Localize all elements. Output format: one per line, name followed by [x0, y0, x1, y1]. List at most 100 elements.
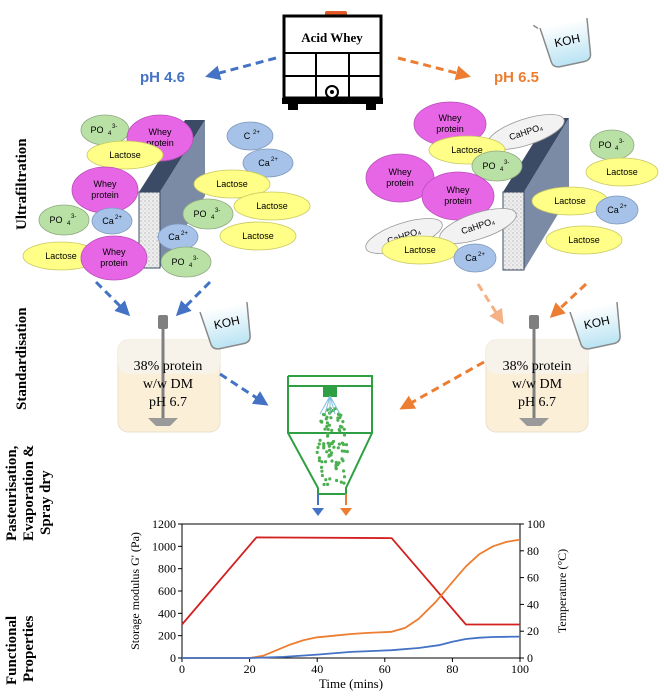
koh-label-top: KOH — [553, 31, 581, 50]
spray-particle — [328, 477, 332, 481]
acid-whey-container: Acid Whey — [282, 11, 383, 110]
calcium-ion: Ca 2+ — [453, 243, 497, 273]
dryer-arrow-blue — [312, 508, 324, 516]
series-line-2 — [182, 635, 521, 659]
calcium-ion: Ca 2+ — [91, 207, 133, 235]
y-left-tick-label: 1200 — [152, 517, 176, 531]
label-ultrafiltration: Ultrafiltration — [14, 138, 30, 230]
svg-text:4: 4 — [211, 215, 215, 221]
spray-particle — [345, 450, 349, 454]
series-line-0 — [181, 536, 520, 626]
spray-particle — [319, 419, 323, 423]
calcium-ion: Ca 2+ — [595, 195, 639, 225]
spray-particle — [322, 444, 326, 448]
y-left-tick-label: 0 — [170, 651, 176, 665]
spray-jet — [329, 395, 336, 415]
phosphate-ion: PO 4 3- — [589, 129, 635, 161]
svg-text:4: 4 — [615, 146, 619, 152]
x-tick-label: 0 — [179, 662, 185, 676]
spray-particle — [317, 456, 321, 460]
svg-text:Ca: Ca — [102, 216, 114, 226]
spray-jet — [324, 395, 331, 415]
x-tick-label: 40 — [311, 662, 323, 676]
svg-text:protein: protein — [100, 258, 128, 268]
koh-beaker-right: KOH — [569, 301, 621, 350]
spray-particle — [324, 417, 328, 421]
spray-particle — [323, 460, 328, 464]
calcium-ion: C 2+ — [226, 121, 274, 151]
x-tick-label: 80 — [446, 662, 458, 676]
y-right-tick-label: 40 — [527, 597, 539, 611]
lactose: Lactose — [233, 191, 311, 221]
svg-text:2+: 2+ — [253, 130, 260, 136]
lactose: Lactose — [219, 221, 297, 251]
spray-particle — [340, 449, 344, 453]
spray-particle — [326, 482, 330, 486]
spray-particle — [329, 453, 333, 457]
spray-particle — [322, 482, 326, 487]
spray-particle — [324, 478, 328, 482]
svg-text:Lactose: Lactose — [404, 245, 436, 255]
spray-particle — [335, 478, 339, 483]
svg-text:Lactose: Lactose — [256, 201, 288, 211]
svg-text:Whey: Whey — [388, 167, 412, 177]
svg-text:2+: 2+ — [478, 252, 485, 258]
dryer-arrow-orange — [340, 508, 352, 516]
series-line-1 — [182, 538, 521, 659]
spray-particle — [342, 433, 347, 437]
svg-text:Whey: Whey — [148, 127, 172, 137]
arrow-to-ph-right — [397, 56, 471, 81]
spray-particle — [326, 427, 330, 431]
svg-text:Lactose: Lactose — [451, 145, 483, 155]
spray-particle — [336, 418, 340, 422]
spray-particle — [332, 445, 336, 449]
spray-particle — [320, 473, 324, 478]
label-evaporation: Evaporation & — [21, 445, 37, 541]
spray-particle — [342, 481, 346, 485]
tank-left-line3: pH 6.7 — [149, 395, 187, 410]
spray-particle — [326, 432, 330, 436]
svg-text:4: 4 — [67, 221, 71, 227]
tank-right-line1: 38% protein — [503, 359, 572, 374]
spray-particle — [327, 423, 331, 427]
ph-left-label: pH 4.6 — [140, 69, 185, 86]
svg-text:Ca: Ca — [258, 158, 270, 168]
y-right-tick-label: 80 — [527, 544, 539, 558]
spray-particle — [338, 416, 342, 420]
phosphate-ion: PO 4 3- — [160, 246, 212, 278]
svg-text:PO: PO — [482, 161, 495, 171]
spray-particle — [317, 459, 321, 463]
spray-particle — [341, 420, 345, 424]
spray-particle — [329, 416, 333, 420]
calcium-ion: Ca 2+ — [157, 223, 199, 251]
svg-text:C: C — [244, 131, 251, 141]
y-right-tick-label: 60 — [527, 571, 539, 585]
spray-particle — [337, 442, 341, 446]
svg-text:Whey: Whey — [438, 113, 462, 123]
svg-text:3-: 3- — [619, 139, 624, 145]
y-left-tick-label: 200 — [158, 629, 176, 643]
spray-particle — [336, 446, 340, 450]
svg-text:Ca: Ca — [465, 253, 477, 263]
svg-text:Whey: Whey — [102, 247, 126, 257]
arrow-to-ph-left — [205, 56, 277, 81]
side-labels: Ultrafiltration Standardisation Pasteuri… — [4, 138, 54, 685]
spray-particle — [339, 480, 343, 484]
svg-text:protein: protein — [444, 196, 472, 206]
arrow-tank-right-to-dryer — [399, 360, 485, 410]
svg-text:PO: PO — [90, 125, 103, 135]
koh-beaker-left: KOH — [199, 301, 251, 350]
svg-text:Ca: Ca — [168, 232, 180, 242]
svg-text:Ca: Ca — [607, 205, 619, 215]
svg-text:Whey: Whey — [446, 185, 470, 195]
svg-text:4: 4 — [108, 131, 112, 137]
spray-particle — [344, 443, 349, 447]
acid-whey-label: Acid Whey — [301, 30, 363, 45]
svg-text:Lactose: Lactose — [606, 167, 638, 177]
svg-text:PO: PO — [598, 140, 611, 150]
svg-text:protein: protein — [146, 138, 174, 148]
svg-text:2+: 2+ — [620, 204, 627, 210]
spray-particle — [320, 469, 324, 473]
svg-text:Whey: Whey — [93, 179, 117, 189]
lactose: Lactose — [545, 225, 623, 255]
